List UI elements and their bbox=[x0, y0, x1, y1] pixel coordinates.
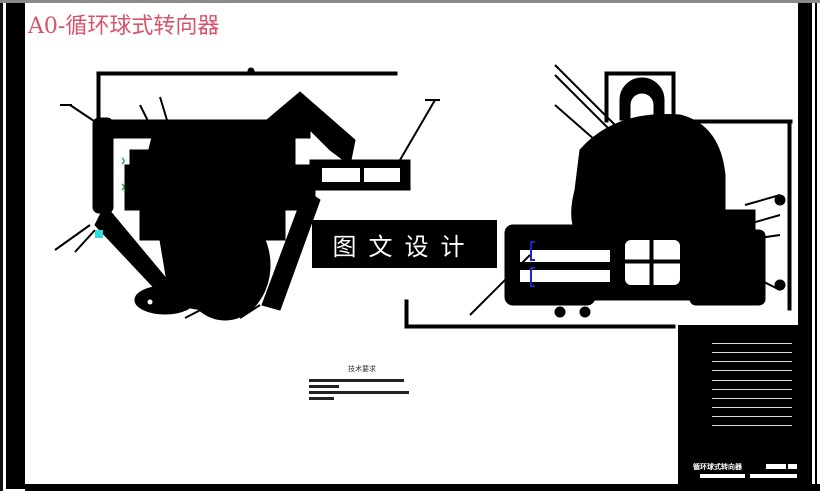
title-block-row bbox=[712, 407, 792, 408]
title-block-cell bbox=[700, 474, 745, 478]
title-block-row bbox=[712, 380, 792, 381]
title-block-drawing-name: 循环球式转向器 bbox=[693, 463, 742, 471]
drawing-frame-right bbox=[798, 3, 812, 491]
title-block-row bbox=[712, 389, 792, 390]
title-block-row bbox=[712, 352, 792, 353]
title-block-row bbox=[712, 343, 792, 344]
watermark-text: 图文设计 bbox=[332, 232, 477, 261]
title-block-cell bbox=[750, 474, 797, 478]
title-block-cell bbox=[766, 464, 786, 469]
drawing-title: A0-循环球式转向器 bbox=[28, 14, 220, 39]
title-block-row bbox=[712, 398, 792, 399]
title-block-row bbox=[712, 425, 792, 426]
watermark: 图文设计 bbox=[312, 220, 497, 268]
title-block-cell bbox=[788, 464, 797, 469]
title-block bbox=[678, 325, 798, 484]
drawing-frame-right-outer bbox=[815, 3, 817, 491]
technical-requirements-text bbox=[309, 379, 409, 403]
title-block-row bbox=[712, 416, 792, 417]
left-view-assembly bbox=[54, 67, 440, 321]
title-block-row bbox=[712, 370, 792, 371]
drawing-frame-left bbox=[6, 3, 25, 489]
right-view-assembly bbox=[404, 64, 793, 329]
technical-requirements-heading: 技术要求 bbox=[348, 365, 376, 373]
title-block-tab bbox=[775, 320, 797, 325]
window-top-border bbox=[0, 0, 820, 3]
outer-left-border bbox=[0, 3, 3, 491]
blue-marker bbox=[530, 241, 535, 287]
cyan-marker bbox=[95, 230, 103, 238]
title-block-row bbox=[712, 361, 792, 362]
green-marker bbox=[121, 157, 125, 191]
drawing-frame-bottom bbox=[25, 484, 820, 491]
